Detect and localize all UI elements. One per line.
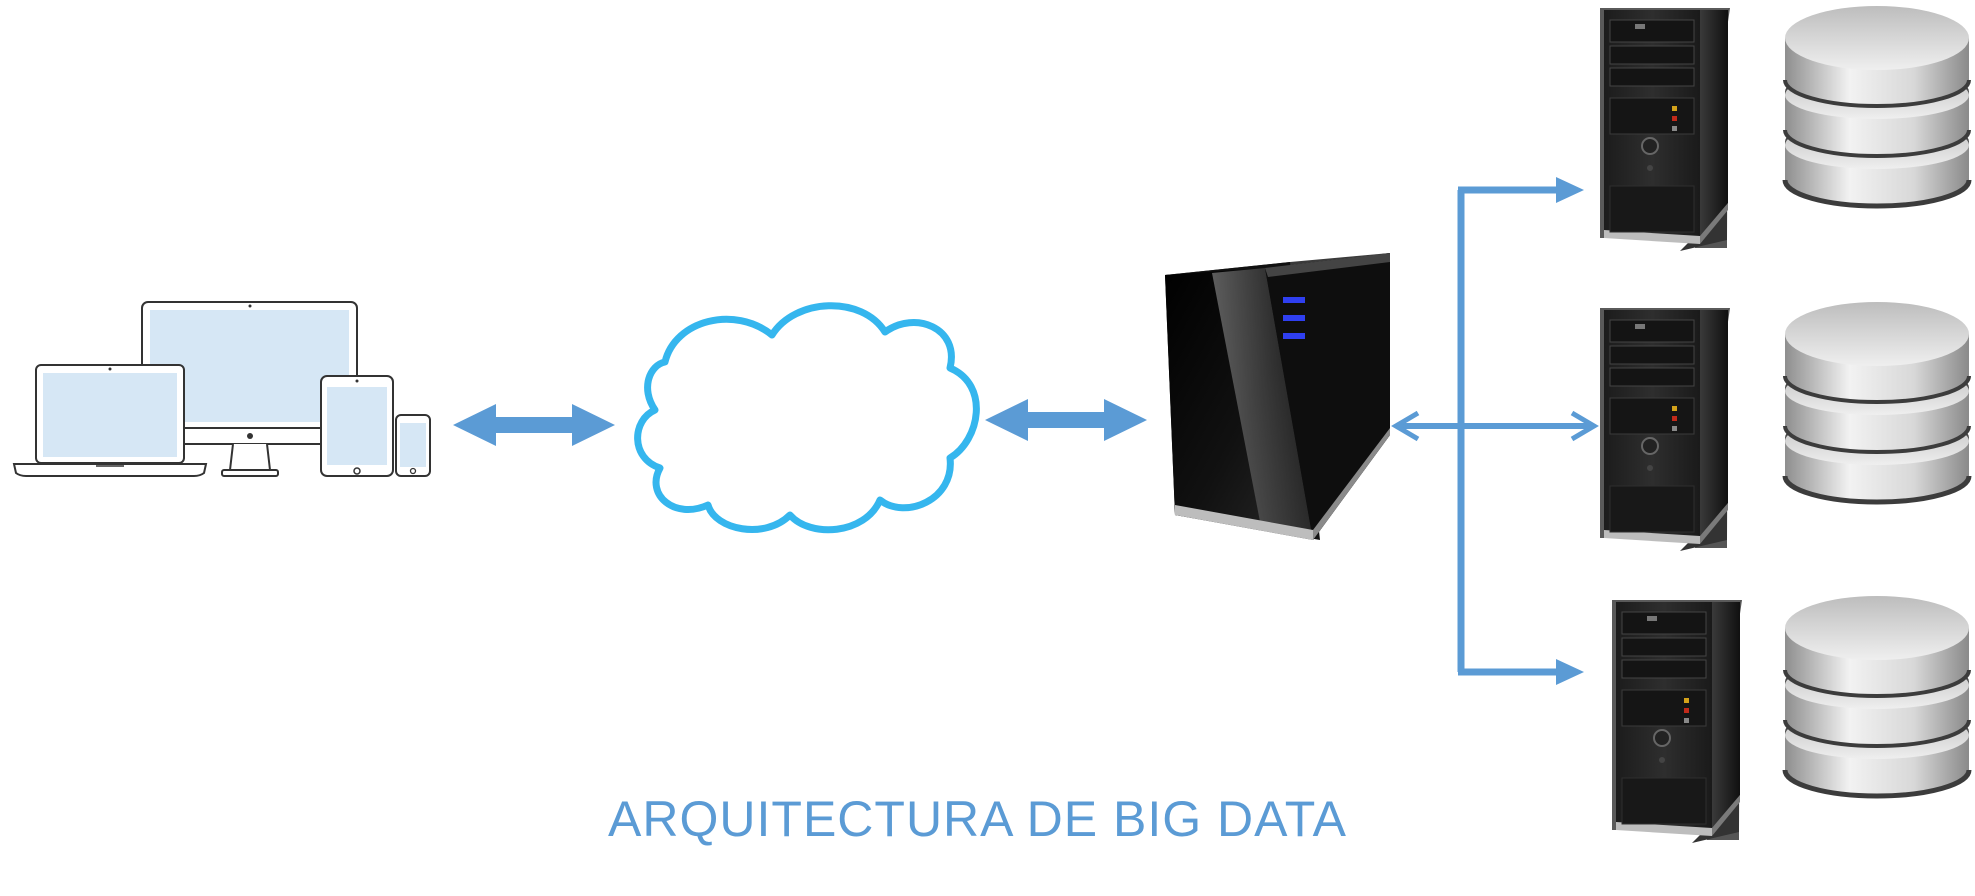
central-server-icon <box>1165 253 1390 540</box>
bidirectional-arrow-cloud-server <box>985 399 1147 441</box>
database-icon <box>1782 6 1972 209</box>
cloud-icon <box>634 302 980 534</box>
tower-server-icon <box>1600 8 1730 251</box>
cluster-connection-arrows <box>1391 177 1599 685</box>
database-icon <box>1785 302 1969 502</box>
diagram-caption: ARQUITECTURA DE BIG DATA <box>608 791 1347 847</box>
bidirectional-arrow-devices-cloud <box>453 404 615 446</box>
client-devices-icon <box>12 301 431 477</box>
database-icon <box>1785 596 1969 796</box>
tower-server-icon <box>1599 307 1731 552</box>
